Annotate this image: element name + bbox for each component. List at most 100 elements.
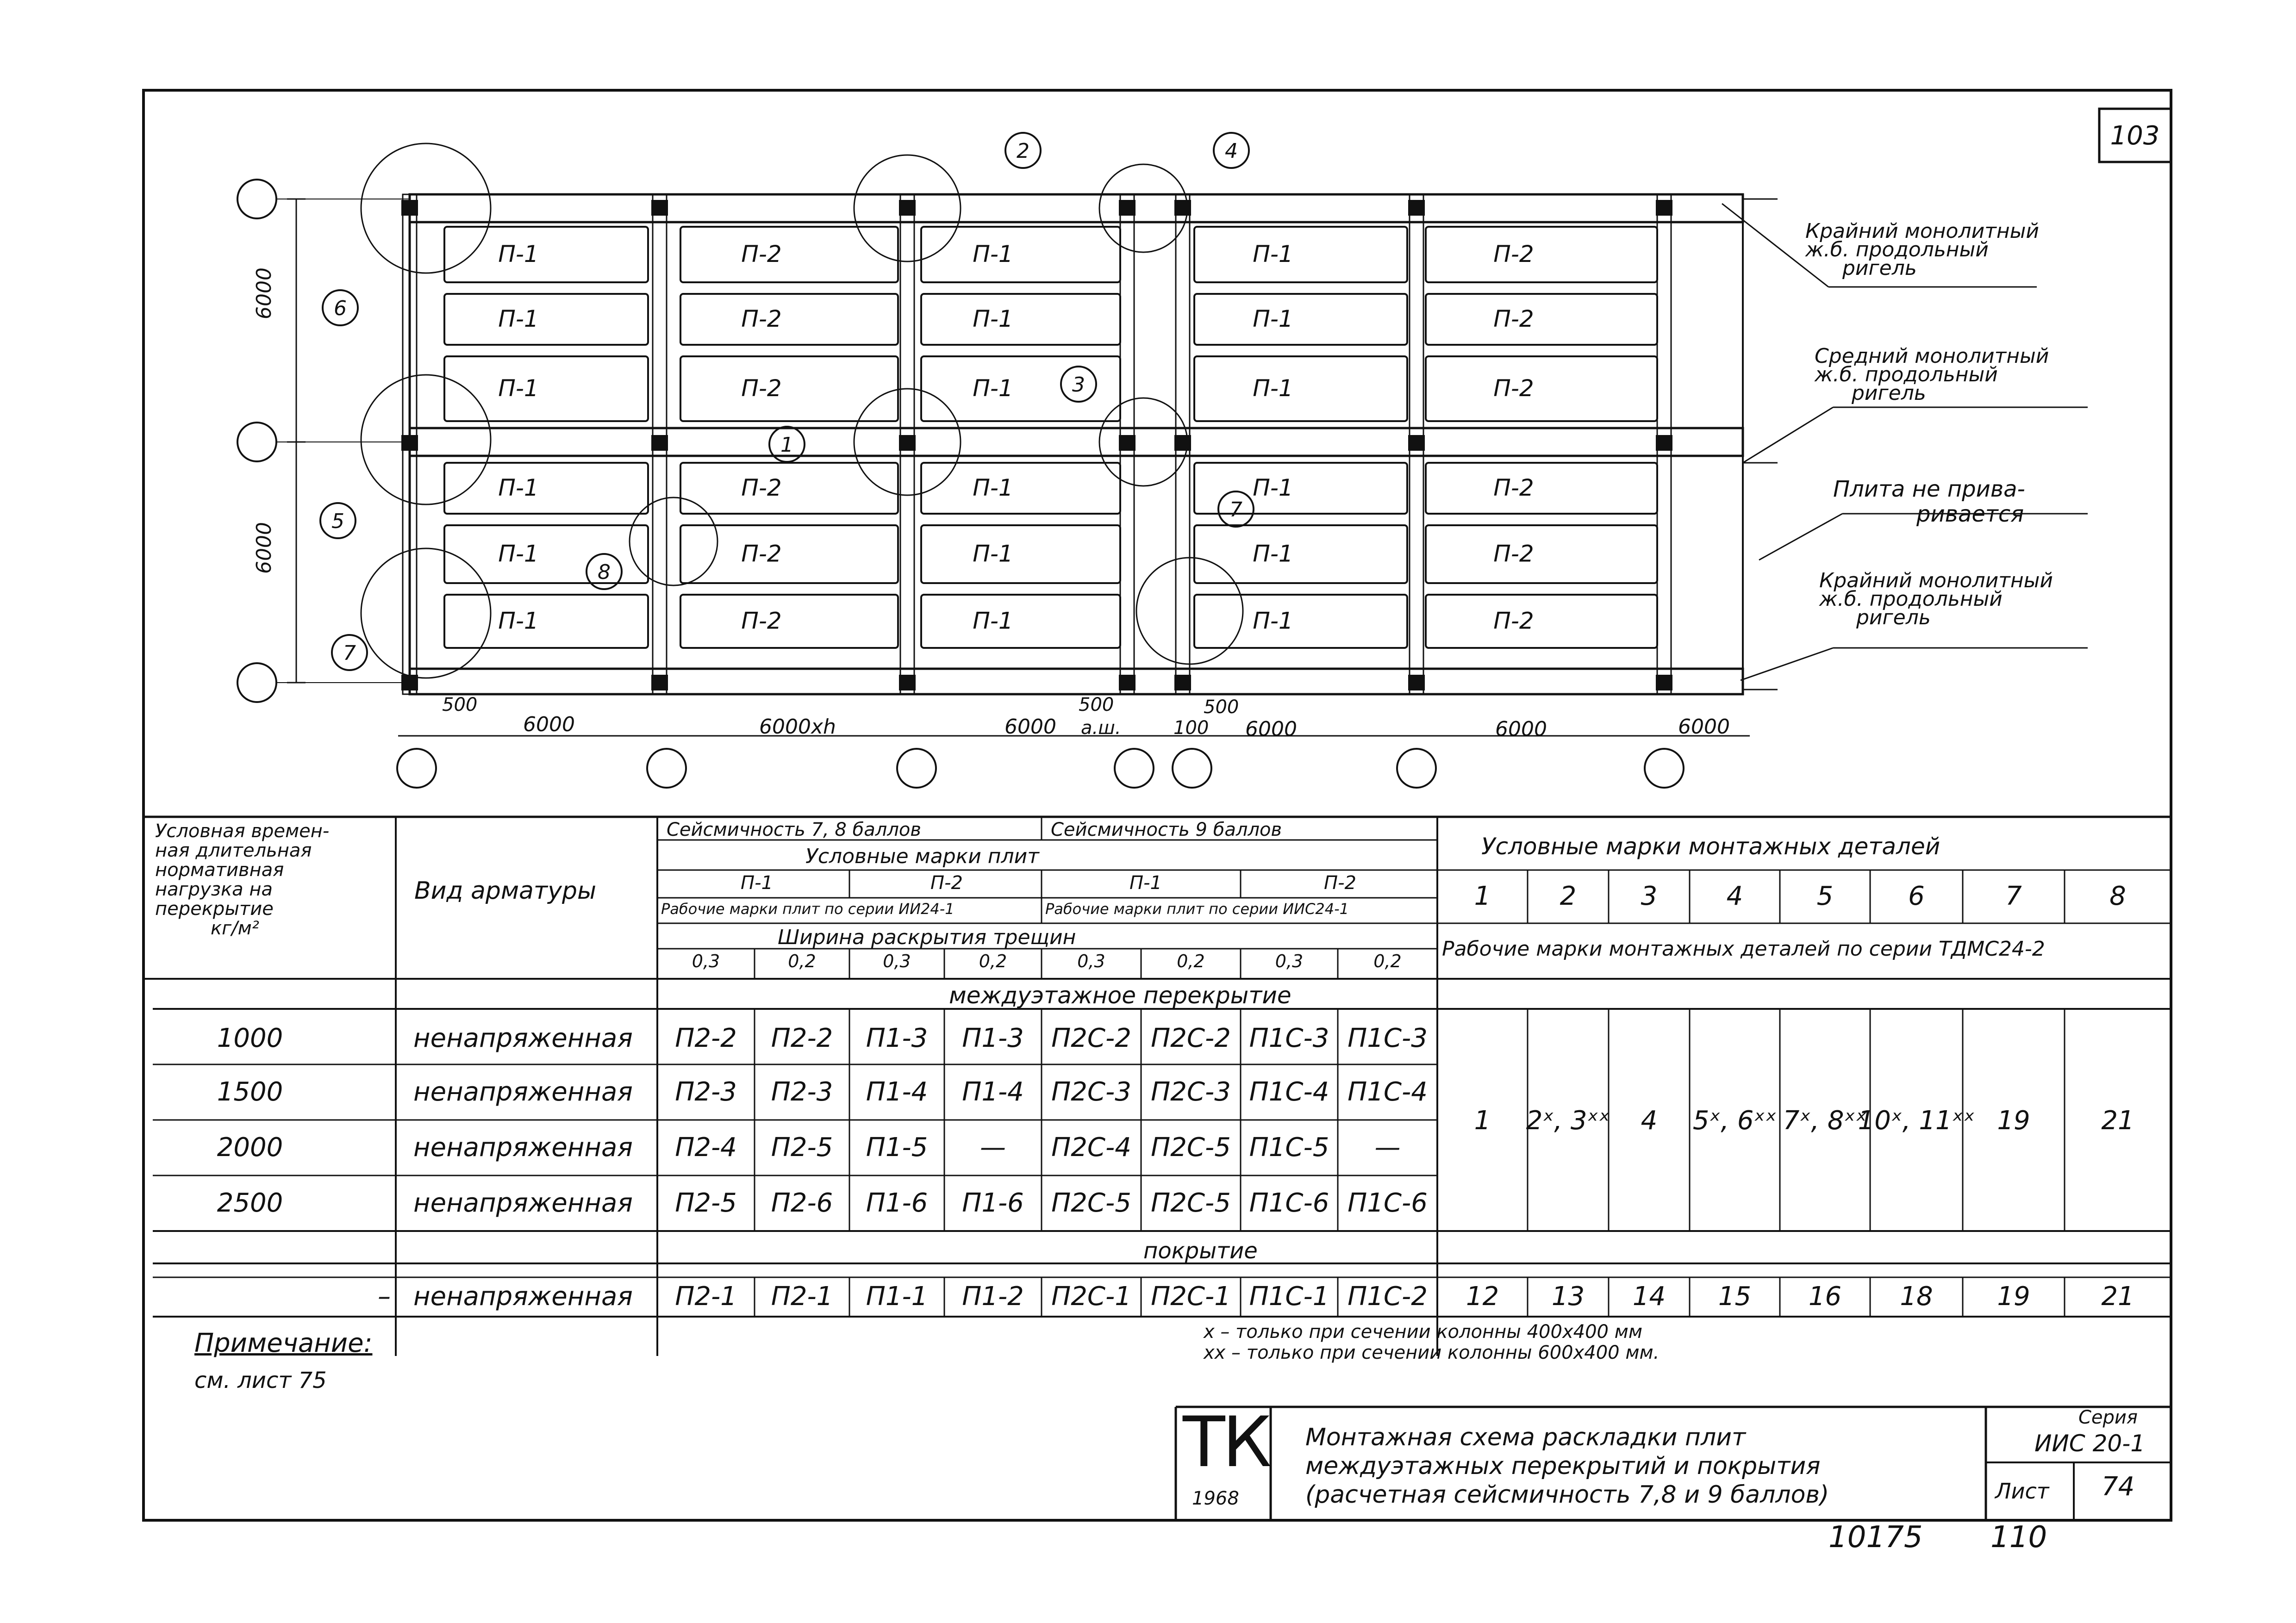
header-details: Условные марки монтажных деталей <box>1481 833 1940 860</box>
detail-mark: 7ˣ, 8ˣˣ <box>1783 1106 1867 1136</box>
slab-label: П-2 <box>741 375 781 402</box>
plate-mark: — <box>980 1132 1006 1163</box>
note-line: ригель <box>1856 606 1931 629</box>
stamp-year: 1968 <box>1192 1488 1239 1509</box>
title-block <box>1174 1405 2171 1520</box>
sheet-frame <box>142 89 2172 1522</box>
plate-mark: П2-5 <box>771 1132 833 1163</box>
detail-number: 2 <box>1560 881 1577 911</box>
slab <box>443 226 649 283</box>
slab-label: П-1 <box>973 608 1013 634</box>
dim-h-6000d: 6000 <box>1495 717 1547 741</box>
slab-label: П-1 <box>973 541 1013 567</box>
detail-zone <box>853 388 961 496</box>
detail-mark: 4 <box>1641 1106 1658 1136</box>
column-node <box>1656 200 1672 216</box>
note-line: ригель <box>1852 381 1926 405</box>
floor-plan <box>237 179 1778 789</box>
plate-mark: П2С-2 <box>1151 1023 1231 1053</box>
plan-notes <box>1722 203 2088 681</box>
callout-number: 6 <box>334 297 347 320</box>
header-crack-width: Ширина раскрытия трещин <box>778 926 1076 949</box>
header-plate-marks: Условные марки плит <box>805 845 1039 868</box>
plate-mark: П1С-3 <box>1249 1023 1329 1053</box>
plate-mark: П2-5 <box>675 1188 737 1218</box>
footnote-xx: хх – только при сечении колонны 600х400 … <box>1204 1342 1660 1363</box>
header-work-marks-1: Рабочие марки плит по серии ИИ24-1 <box>661 900 955 918</box>
detail-zone <box>360 547 492 679</box>
column-node <box>401 435 418 451</box>
detail-mark: 21 <box>2101 1106 2134 1136</box>
slab-label: П-1 <box>973 241 1013 267</box>
note-edge-girder-top: Крайний монолитный ж.б. продольный ригел… <box>1805 221 2039 279</box>
slab-label: П-1 <box>973 474 1013 501</box>
crack-width-value: 0,3 <box>883 951 911 971</box>
slab <box>1425 462 1658 515</box>
plate-mark: П1С-2 <box>1348 1281 1428 1312</box>
load-value: – <box>378 1281 391 1312</box>
header-p1b: П-1 <box>1129 872 1162 894</box>
header-work-marks-2: Рабочие марки плит по серии ИИС24-1 <box>1045 900 1349 918</box>
detail-mark: 10ˣ, 11ˣˣ <box>1858 1106 1975 1136</box>
detail-mark: 18 <box>1900 1281 1933 1312</box>
section-floor: междуэтажное перекрытие <box>949 982 1292 1009</box>
slab-label: П-2 <box>741 474 781 501</box>
header-load-line: кг/м² <box>211 918 259 939</box>
detail-mark: 15 <box>1718 1281 1751 1312</box>
note-edge-girder-bottom: Крайний монолитный ж.б. продольный ригел… <box>1819 571 2053 629</box>
crack-width-value: 0,2 <box>1373 951 1401 971</box>
slab <box>1193 524 1408 584</box>
column-node <box>401 200 418 216</box>
detail-mark: 21 <box>2101 1281 2134 1312</box>
slab <box>443 355 649 422</box>
slab-label: П-2 <box>741 608 781 634</box>
detail-zone <box>1136 557 1244 665</box>
detail-mark: 16 <box>1809 1281 1841 1312</box>
slab-label: П-1 <box>1253 608 1293 634</box>
column-node <box>1119 435 1136 451</box>
callout-number: 3 <box>1072 373 1085 397</box>
slab-label: П-2 <box>1493 608 1534 634</box>
header-load-line: ная длительная <box>155 840 312 861</box>
detail-zone <box>1098 163 1188 253</box>
note-title: Примечание: <box>194 1328 373 1358</box>
stamp-title-line: междуэтажных перекрытий и покрытия <box>1305 1452 1821 1480</box>
dim-h-500a: 500 <box>442 694 478 715</box>
section-roof: покрытие <box>1143 1238 1258 1264</box>
plate-mark: П2С-5 <box>1151 1188 1231 1218</box>
slab <box>443 594 649 649</box>
armature-value: ненапряженная <box>413 1132 633 1163</box>
callout-number: 5 <box>331 510 344 533</box>
crack-width-value: 0,2 <box>788 951 816 971</box>
header-seismic-78: Сейсмичность 7, 8 баллов <box>667 819 921 840</box>
slab-label: П-1 <box>1253 375 1293 402</box>
note-line: Средний монолитный <box>1815 344 2049 368</box>
header-p1: П-1 <box>741 872 773 894</box>
plate-mark: П2-6 <box>771 1188 833 1218</box>
slab-label: П-2 <box>1493 305 1534 332</box>
column-node <box>651 675 668 690</box>
plate-mark: П2-2 <box>771 1023 833 1053</box>
column-node <box>1408 200 1425 216</box>
column-node <box>899 200 916 216</box>
header-load: Условная времен- ная длительная норматив… <box>155 821 329 938</box>
column-node <box>651 200 668 216</box>
slab <box>920 594 1121 649</box>
callout-bubble <box>1004 132 1042 169</box>
dim-h-6000b: 6000 <box>1004 715 1056 739</box>
stamp-title-line: (расчетная сейсмичность 7,8 и 9 баллов) <box>1305 1481 1829 1509</box>
slab <box>1193 226 1408 283</box>
load-value: 2000 <box>217 1132 283 1163</box>
plate-mark: П1-4 <box>866 1077 928 1107</box>
slab <box>443 524 649 584</box>
detail-zone <box>853 154 961 262</box>
detail-zone <box>360 143 492 274</box>
stamp-sheet-label: Лист <box>1995 1479 2049 1504</box>
plate-mark: П1-3 <box>866 1023 928 1053</box>
slab <box>920 524 1121 584</box>
axis-bubble-6 <box>1396 748 1437 789</box>
detail-number: 6 <box>1908 881 1925 911</box>
slab-label: П-2 <box>1493 474 1534 501</box>
detail-mark: 2ˣ, 3ˣˣ <box>1526 1106 1610 1136</box>
